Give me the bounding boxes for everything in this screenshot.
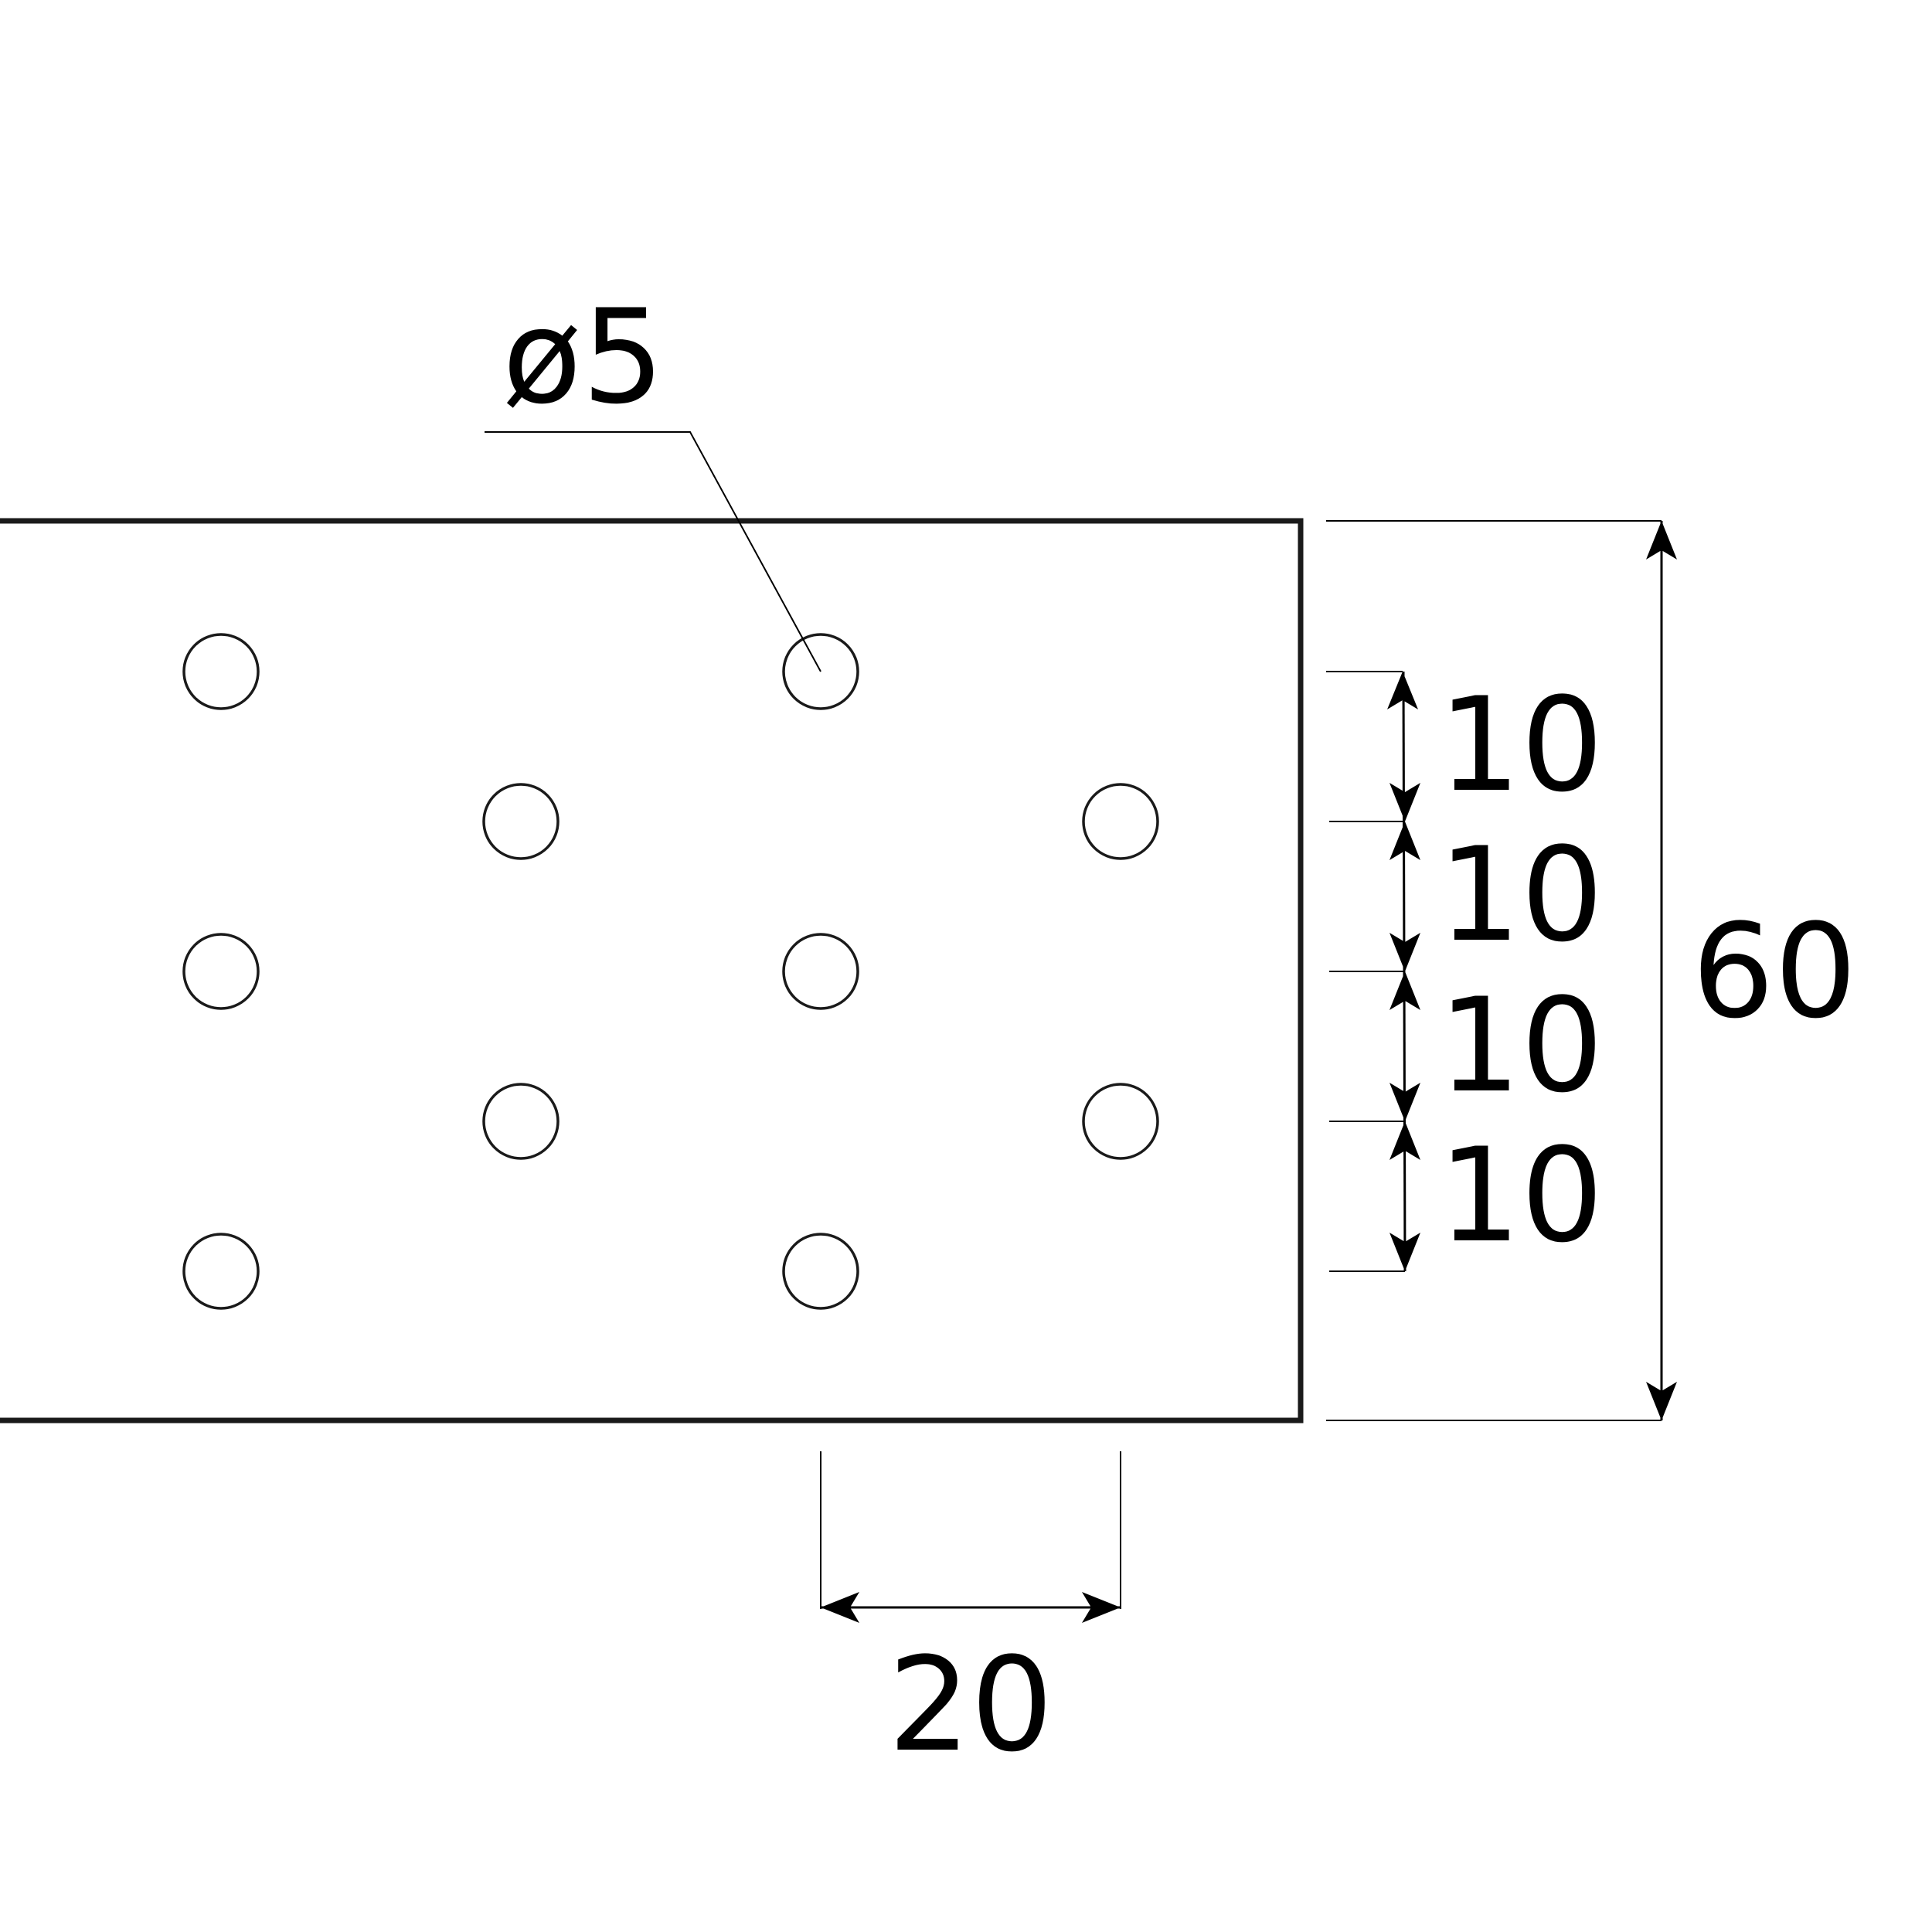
- hole: [782, 633, 859, 710]
- pitch-label: 10: [1438, 970, 1604, 1121]
- plate-outline: [0, 518, 1304, 1423]
- hole: [182, 933, 260, 1010]
- hole: [482, 1083, 560, 1160]
- hole: [782, 933, 859, 1010]
- hole-pattern: [182, 633, 1159, 1310]
- leader-line: [485, 431, 821, 672]
- overall-height-dimension: 60: [1326, 520, 1857, 1421]
- hole-diameter-callout: ø5: [485, 281, 821, 672]
- hole: [1082, 783, 1159, 860]
- vertical-pitch-labels: 10 10 10 10: [1438, 669, 1604, 1271]
- hole: [1082, 1083, 1159, 1160]
- pitch-label: 10: [1438, 1120, 1604, 1271]
- vertical-pitch-dimensions: [1326, 671, 1406, 1272]
- overall-height-label: 60: [1692, 896, 1857, 1047]
- hole-diameter-label: ø5: [502, 281, 665, 433]
- vertical-pitch-arrowheads: [1387, 672, 1420, 1271]
- pitch-label: 10: [1438, 819, 1604, 971]
- hole: [182, 1233, 260, 1310]
- pitch-label: 10: [1438, 669, 1604, 821]
- horizontal-pitch-dimension: 20: [820, 1451, 1121, 1781]
- hole: [182, 633, 260, 710]
- horizontal-pitch-label: 20: [888, 1629, 1053, 1781]
- hole: [782, 1233, 859, 1310]
- hole: [482, 783, 560, 860]
